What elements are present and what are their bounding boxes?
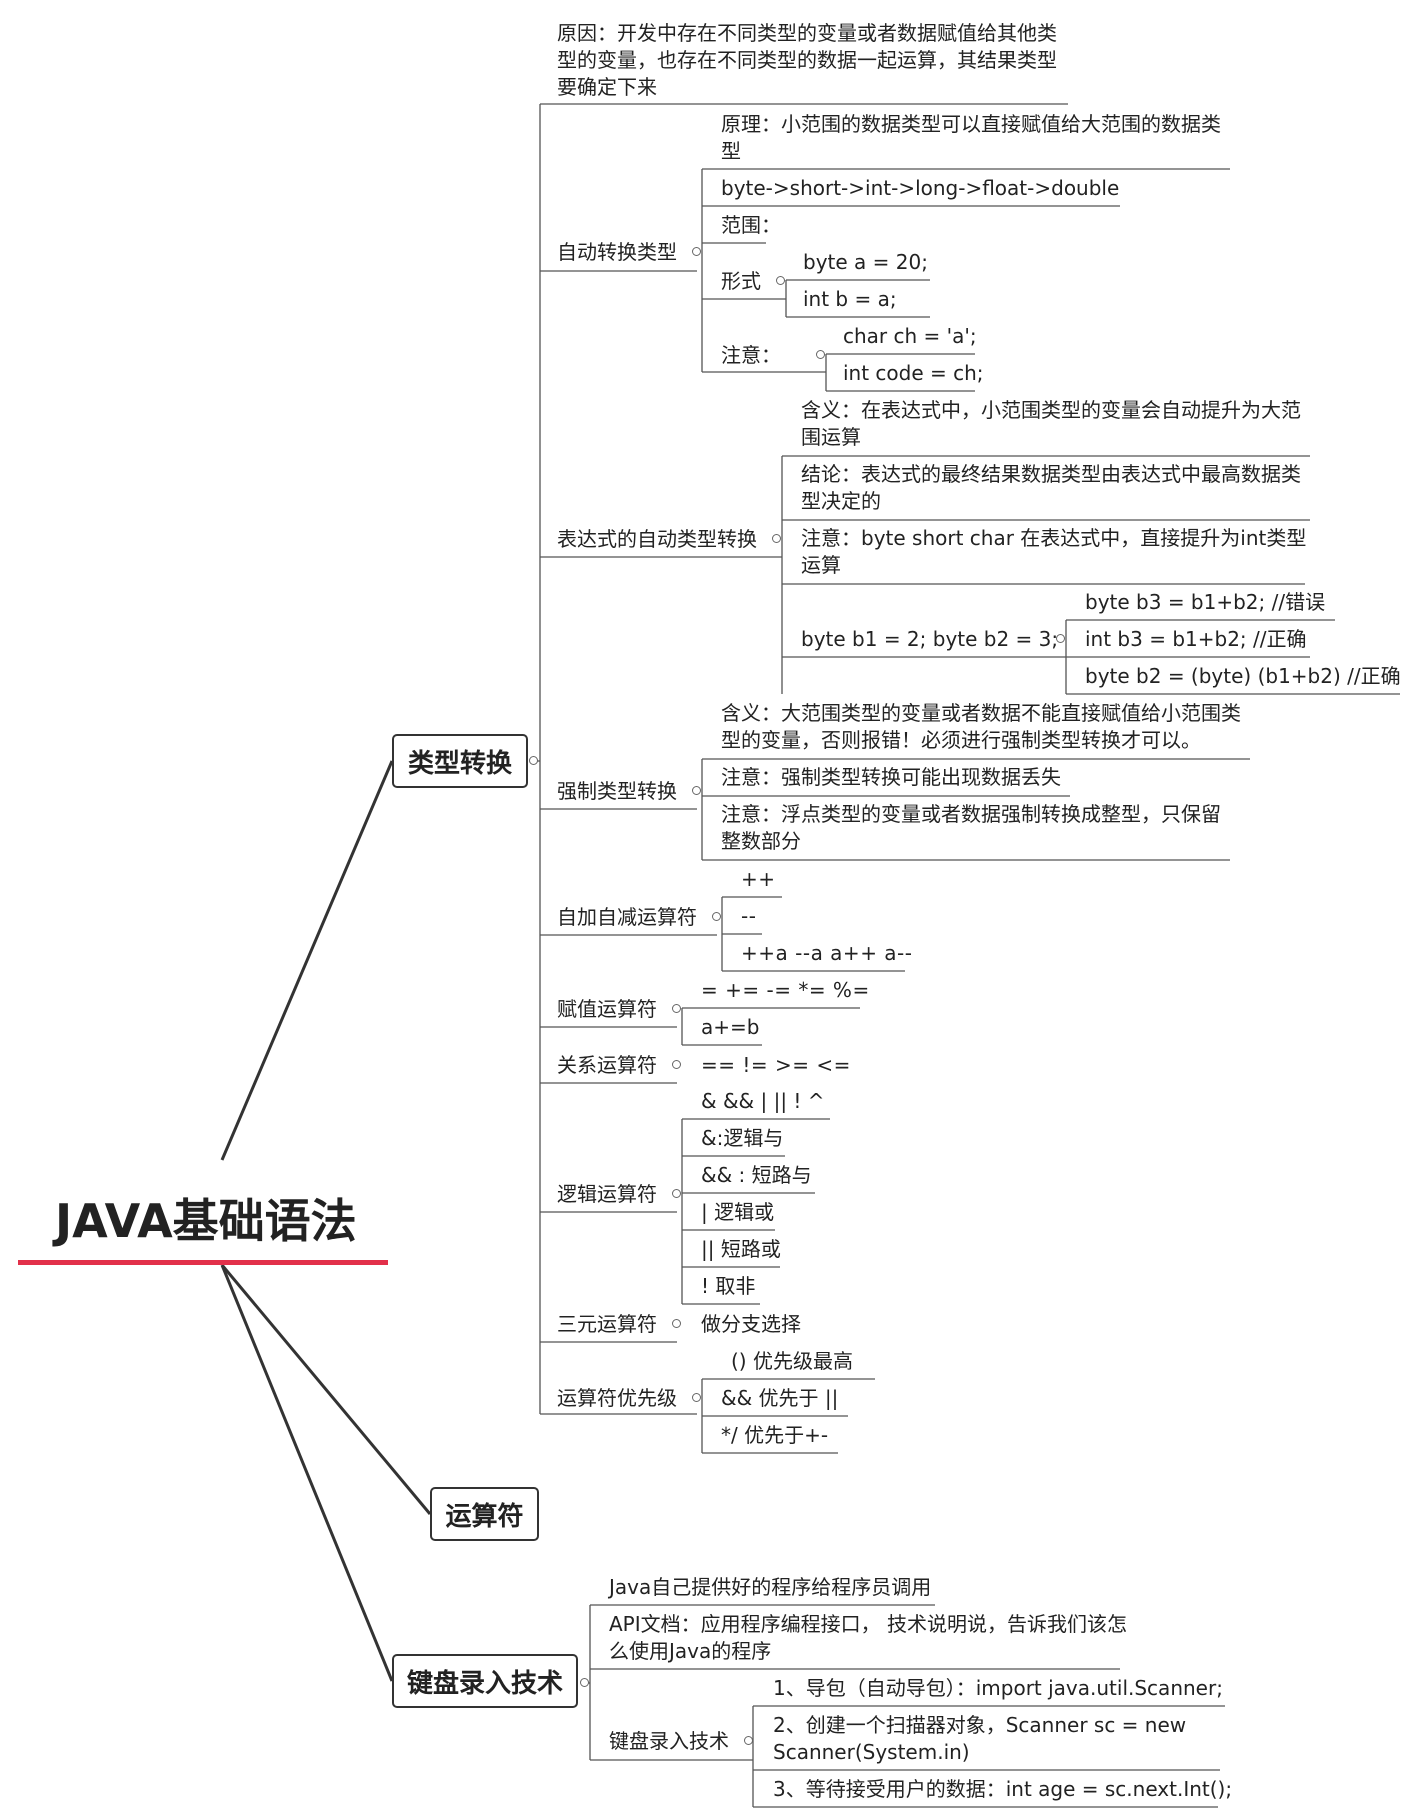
expr-example[interactable]: byte b1 = 2; byte b2 = 3; bbox=[801, 627, 1059, 651]
connector bbox=[220, 1264, 432, 1515]
expr-note[interactable]: 注意：byte short char 在表达式中，直接提升为int类型运算 bbox=[801, 526, 1307, 577]
force-meaning[interactable]: 含义：大范围类型的变量或者数据不能直接赋值给小范围类型的变量，否则报错！必须进行… bbox=[721, 701, 1241, 752]
collapse-toggle-expr-example[interactable] bbox=[1056, 634, 1065, 643]
incdec-a[interactable]: ++ bbox=[741, 867, 776, 891]
assign-label[interactable]: 赋值运算符 bbox=[557, 997, 657, 1021]
expr-example-3[interactable]: byte b2 = (byte) (b1+b2) //正确 bbox=[1085, 664, 1401, 688]
auto-note-a[interactable]: char ch = 'a'; bbox=[843, 324, 977, 348]
ternary-label[interactable]: 三元运算符 bbox=[557, 1312, 657, 1336]
connector bbox=[220, 1264, 394, 1682]
collapse-toggle-assign[interactable] bbox=[672, 1004, 681, 1013]
incdec-c[interactable]: ++a --a a++ a-- bbox=[741, 941, 913, 965]
topic-keyboard-input[interactable]: 键盘录入技术 bbox=[392, 1654, 578, 1708]
auto-form-a[interactable]: byte a = 20; bbox=[803, 250, 928, 274]
collapse-toggle-keyboard-tech[interactable] bbox=[744, 1736, 753, 1745]
force-conversion-label[interactable]: 强制类型转换 bbox=[557, 779, 677, 803]
logic-a[interactable]: & && | || ! ^ bbox=[701, 1089, 825, 1113]
keyboard-label[interactable]: 键盘录入技术 bbox=[609, 1729, 729, 1753]
topic-type-conversion[interactable]: 类型转换 bbox=[392, 734, 528, 788]
auto-note[interactable]: 注意： bbox=[721, 343, 781, 367]
expr-conversion-label[interactable]: 表达式的自动类型转换 bbox=[557, 527, 757, 551]
collapse-toggle-force[interactable] bbox=[692, 786, 701, 795]
topic-operators[interactable]: 运算符 bbox=[430, 1487, 539, 1541]
collapse-toggle-logic[interactable] bbox=[672, 1189, 681, 1198]
priority-b[interactable]: && 优先于 || bbox=[721, 1386, 839, 1410]
root-underline bbox=[18, 1260, 388, 1265]
assign-a[interactable]: = += -= *= %= bbox=[701, 978, 870, 1002]
connector bbox=[220, 760, 394, 1161]
incdec-b[interactable]: -- bbox=[741, 904, 757, 928]
collapse-toggle-auto-note[interactable] bbox=[816, 350, 825, 359]
force-note-1[interactable]: 注意：强制类型转换可能出现数据丢失 bbox=[721, 765, 1061, 789]
keyboard-b[interactable]: API文档：应用程序编程接口， 技术说明说，告诉我们该怎么使用Java的程序 bbox=[609, 1612, 1127, 1663]
keyboard-step-2[interactable]: 2、创建一个扫描器对象，Scanner sc = new Scanner(Sys… bbox=[773, 1713, 1187, 1764]
collapse-toggle-form[interactable] bbox=[776, 276, 785, 285]
expr-conclusion[interactable]: 结论：表达式的最终结果数据类型由表达式中最高数据类型决定的 bbox=[801, 462, 1301, 513]
auto-range[interactable]: 范围： bbox=[721, 213, 781, 237]
incdec-label[interactable]: 自加自减运算符 bbox=[557, 905, 697, 929]
expr-example-1[interactable]: byte b3 = b1+b2; //错误 bbox=[1085, 590, 1326, 614]
priority-c[interactable]: */ 优先于+- bbox=[721, 1423, 829, 1447]
auto-principle[interactable]: 原理：小范围的数据类型可以直接赋值给大范围的数据类型 bbox=[721, 112, 1221, 163]
auto-conversion-label[interactable]: 自动转换类型 bbox=[557, 240, 677, 264]
priority-a[interactable]: () 优先级最高 bbox=[731, 1349, 853, 1373]
auto-note-b[interactable]: int code = ch; bbox=[843, 361, 984, 385]
expr-example-2[interactable]: int b3 = b1+b2; //正确 bbox=[1085, 627, 1307, 651]
logic-f[interactable]: ! 取非 bbox=[701, 1274, 756, 1298]
collapse-toggle-keyboard[interactable] bbox=[580, 1678, 589, 1687]
keyboard-step-1[interactable]: 1、导包（自动导包）：import java.util.Scanner; bbox=[773, 1676, 1223, 1700]
logic-e[interactable]: || 短路或 bbox=[701, 1237, 781, 1261]
logic-c[interactable]: && : 短路与 bbox=[701, 1163, 812, 1187]
collapse-toggle-relation[interactable] bbox=[672, 1060, 681, 1069]
auto-form[interactable]: 形式 bbox=[721, 269, 761, 293]
reason-note[interactable]: 原因：开发中存在不同类型的变量或者数据赋值给其他类型的变量，也存在不同类型的数据… bbox=[557, 21, 1057, 99]
logic-d[interactable]: | 逻辑或 bbox=[701, 1200, 775, 1224]
collapse-toggle-ternary[interactable] bbox=[672, 1319, 681, 1328]
collapse-toggle-type-conversion[interactable] bbox=[529, 756, 538, 765]
collapse-toggle-expr[interactable] bbox=[772, 534, 781, 543]
collapse-toggle-incdec[interactable] bbox=[712, 912, 721, 921]
ternary-a[interactable]: 做分支选择 bbox=[701, 1312, 801, 1336]
logic-b[interactable]: &:逻辑与 bbox=[701, 1126, 784, 1150]
expr-meaning[interactable]: 含义：在表达式中，小范围类型的变量会自动提升为大范围运算 bbox=[801, 398, 1301, 449]
auto-form-b[interactable]: int b = a; bbox=[803, 287, 897, 311]
collapse-toggle-auto[interactable] bbox=[692, 247, 701, 256]
relation-label[interactable]: 关系运算符 bbox=[557, 1053, 657, 1077]
auto-order[interactable]: byte->short->int->long->float->double bbox=[721, 176, 1120, 200]
relation-a[interactable]: == != >= <= bbox=[701, 1053, 851, 1077]
collapse-toggle-priority[interactable] bbox=[692, 1393, 701, 1402]
keyboard-a[interactable]: Java自己提供好的程序给程序员调用 bbox=[609, 1575, 932, 1599]
keyboard-step-3[interactable]: 3、等待接受用户的数据：int age = sc.next.Int(); bbox=[773, 1777, 1233, 1801]
logic-label[interactable]: 逻辑运算符 bbox=[557, 1182, 657, 1206]
root-title[interactable]: JAVA基础语法 bbox=[55, 1194, 357, 1248]
force-note-2[interactable]: 注意：浮点类型的变量或者数据强制转换成整型，只保留整数部分 bbox=[721, 802, 1221, 853]
priority-label[interactable]: 运算符优先级 bbox=[557, 1386, 677, 1410]
assign-b[interactable]: a+=b bbox=[701, 1015, 760, 1039]
